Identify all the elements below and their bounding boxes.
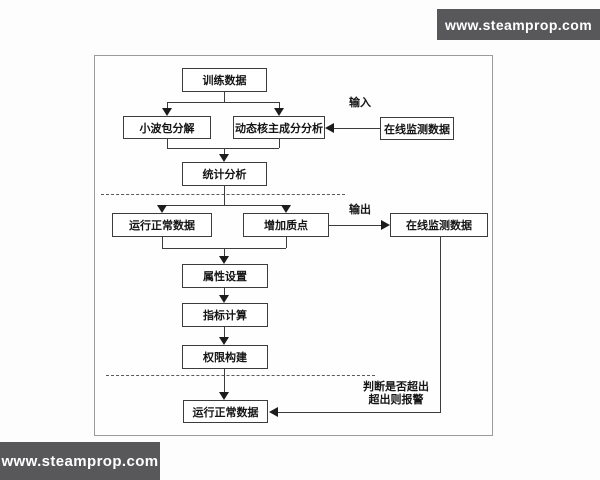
connector-line [224,186,225,205]
connector-line [224,148,225,155]
node-normal-operation-data-bottom: 运行正常数据 [183,400,268,423]
arrowhead-down [162,108,172,116]
connector-line [334,128,380,129]
arrowhead-down [219,154,229,162]
label-judge-line2: 超出则报警 [368,393,424,406]
label-judge-line1: 判断是否超出 [363,380,429,393]
connector-line [167,102,279,103]
diagram-frame [94,55,493,436]
label-input: 输入 [349,96,371,109]
label-judge: 判断是否超出 超出则报警 [355,380,437,406]
arrowhead-left [325,123,334,133]
node-normal-operation-data: 运行正常数据 [112,213,212,237]
dashed-separator-top [101,194,345,195]
arrowhead-down [219,295,229,303]
node-add-mass-point: 增加质点 [243,213,329,237]
node-online-monitoring-data-output: 在线监测数据 [390,213,488,237]
arrowhead-left [269,407,278,417]
arrowhead-down [219,392,229,400]
node-dynamic-kernel-pca: 动态核主成分分析 [233,116,325,139]
connector-line [329,225,381,226]
connector-line [286,237,287,248]
arrowhead-down [281,205,291,213]
connector-line [224,92,225,102]
node-attribute-setting: 属性设置 [182,264,268,288]
connector-line [167,139,168,148]
connector-line [224,327,225,338]
label-output: 输出 [349,203,371,216]
arrowhead-down [274,108,284,116]
node-online-monitoring-data-input: 在线监测数据 [380,117,454,140]
arrowhead-down [219,337,229,345]
connector-line [279,102,280,109]
arrowhead-right [381,220,390,230]
connector-line [224,369,225,393]
node-limit-construction: 权限构建 [182,345,268,369]
node-index-calculation: 指标计算 [182,303,268,327]
node-statistical-analysis: 统计分析 [182,162,267,186]
connector-line [277,412,441,413]
node-train-data: 训练数据 [182,68,267,92]
connector-line [224,248,225,257]
dashed-separator-bottom [106,375,375,376]
watermark-top-right: www.steamprop.com [437,9,600,40]
watermark-bottom-left: www.steamprop.com [0,442,160,480]
connector-line [162,237,163,248]
connector-line [162,205,286,206]
node-wavelet-packet-decomposition: 小波包分解 [123,116,211,139]
connector-line [167,148,279,149]
arrowhead-down [219,256,229,264]
connector-line [167,102,168,109]
connector-line [279,139,280,148]
connector-line [224,288,225,296]
connector-line [440,237,441,412]
arrowhead-down [157,205,167,213]
